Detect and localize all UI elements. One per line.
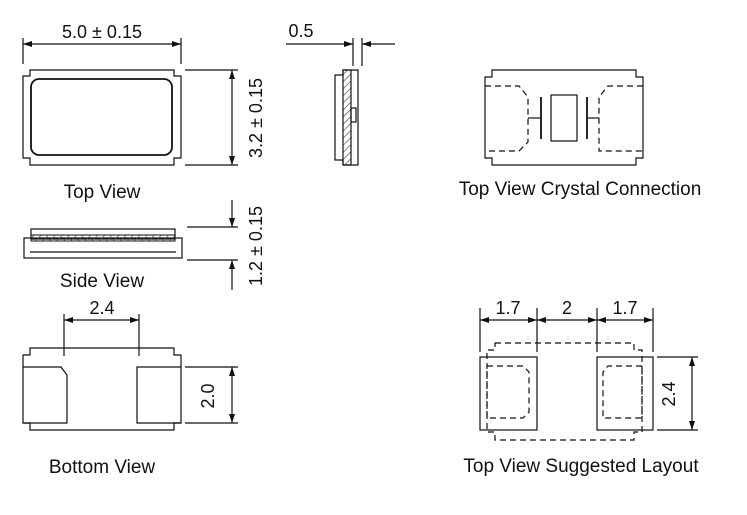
side-view-caption: Side View — [60, 271, 144, 292]
side-view-hatch — [30, 234, 176, 242]
suggested-layout-pad-right — [596, 356, 654, 431]
arrowhead — [172, 41, 181, 47]
arrowhead — [689, 357, 695, 366]
arrowhead — [689, 421, 695, 430]
arrowhead — [229, 218, 235, 227]
bottom-view-outline — [22, 347, 182, 431]
side-view-height-label: 1.2 ± 0.15 — [246, 206, 266, 286]
arrowhead — [229, 414, 235, 423]
suggested-layout-pad-left — [479, 356, 538, 431]
arrowhead — [480, 317, 489, 323]
arrowhead — [344, 41, 353, 47]
layout-gap-label: 2 — [562, 298, 572, 318]
layout-pad-left-width-label: 1.7 — [495, 298, 520, 318]
edge-view-notch — [350, 107, 357, 123]
crystal-connection-pad-right — [598, 85, 643, 152]
bottom-view-gap-label: 2.4 — [89, 298, 114, 318]
arrowhead — [64, 317, 73, 323]
arrowhead — [229, 156, 235, 165]
top-view-caption: Top View — [64, 182, 141, 203]
crystal-connection-caption: Top View Crystal Connection — [459, 179, 702, 200]
top-view-width-label: 5.0 ± 0.15 — [62, 22, 142, 42]
layout-pad-right-width-label: 1.7 — [612, 298, 637, 318]
arrowhead — [644, 317, 653, 323]
side-view: 1.2 ± 0.15 Side View — [23, 200, 266, 292]
suggested-layout-caption: Top View Suggested Layout — [463, 456, 699, 477]
suggested-layout-view: 1.7 2 1.7 2.4 Top View Suggested Layout — [463, 298, 699, 477]
edge-view-lid — [342, 69, 352, 166]
top-view-lid — [30, 78, 173, 156]
arrowhead — [528, 317, 537, 323]
edge-view: 0.5 — [286, 21, 395, 166]
crystal-element — [550, 94, 578, 142]
arrowhead — [229, 70, 235, 79]
suggested-layout-package-outline — [486, 342, 643, 441]
top-view-height-label: 3.2 ± 0.15 — [246, 78, 266, 158]
crystal-connection-outline — [484, 69, 644, 166]
bottom-view-pad-left — [23, 366, 68, 424]
arrowhead — [130, 317, 139, 323]
bottom-view-caption: Bottom View — [49, 457, 156, 478]
arrowhead — [588, 317, 597, 323]
top-view-outline — [22, 69, 182, 166]
top-view: 5.0 ± 0.15 3.2 ± 0.15 Top View — [22, 22, 266, 203]
bottom-view-height-label: 2.0 — [198, 383, 218, 408]
bottom-view-pad-right — [136, 366, 181, 424]
bottom-view: 2.4 2.0 Bottom View — [22, 298, 238, 478]
crystal-connection-view: Top View Crystal Connection — [459, 69, 702, 200]
arrowhead — [537, 317, 546, 323]
arrowhead — [229, 260, 235, 269]
suggested-layout-inner-left — [486, 365, 530, 419]
arrowhead — [23, 41, 32, 47]
arrowhead — [362, 41, 371, 47]
suggested-layout-inner-right — [602, 365, 643, 419]
arrowhead — [597, 317, 606, 323]
edge-view-thickness-label: 0.5 — [288, 21, 313, 41]
layout-height-label: 2.4 — [659, 381, 679, 406]
crystal-connection-pad-left — [485, 85, 529, 152]
arrowhead — [229, 367, 235, 376]
